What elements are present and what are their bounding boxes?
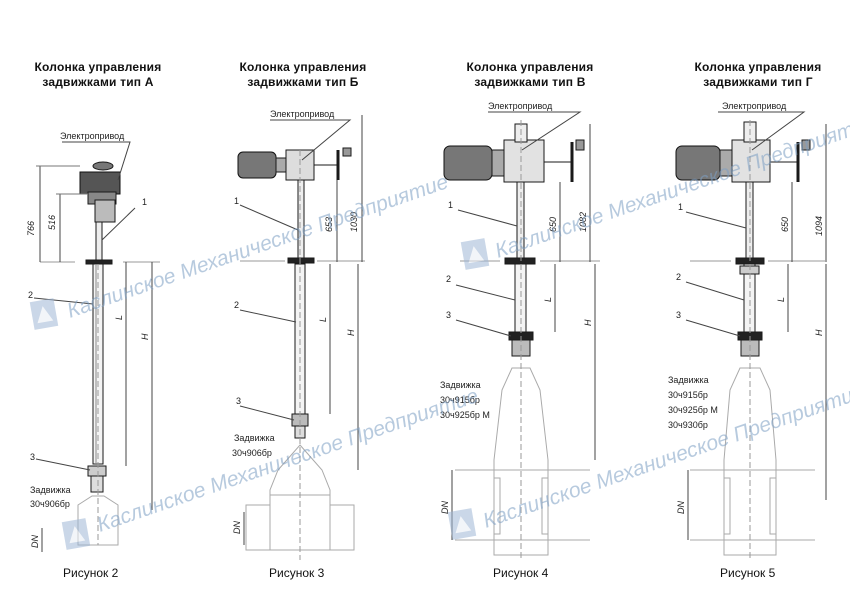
watermark-logo-icon <box>460 238 490 270</box>
figure-c-part-3: 3 <box>446 310 451 320</box>
figure-d-drive-label: Электропривод <box>722 101 787 111</box>
figure-c-dim-1082: 1082 <box>578 212 588 232</box>
figure-b-valve-label-1: 30ч906бр <box>232 448 272 458</box>
figure-b-part-2: 2 <box>234 300 239 310</box>
figure-c-electric-drive <box>443 123 585 183</box>
figure-c-part-2: 2 <box>446 274 451 284</box>
figure-b-dim-l: L <box>318 317 328 322</box>
figure-b <box>237 115 365 560</box>
figure-d-dim-l: L <box>776 297 786 302</box>
figure-a-electric-drive <box>79 161 121 223</box>
figure-c-labels: Электропривод 1 2 3 Задвижка 30ч915бр 30… <box>440 101 593 514</box>
figure-d-valve-label-3: 30ч930бр <box>668 420 708 430</box>
figure-d-valve-label-2: 30ч925бр М <box>668 405 718 415</box>
figure-c-valve-label-2: 30ч925бр М <box>440 410 490 420</box>
watermark-logo-icon <box>447 508 477 540</box>
figure-d-dim-650: 650 <box>780 217 790 232</box>
figure-a-dim-l: L <box>114 315 124 320</box>
figure-b-dim-h: H <box>346 329 356 336</box>
figure-c-dim-l: L <box>543 297 553 302</box>
figure-a-labels: Электропривод 1 2 3 Задвижка 30ч906бр 76… <box>26 131 150 548</box>
watermark-text-2: Каслинское Механическое Предприятие <box>492 110 850 262</box>
figure-d-valve-label-1: 30ч915бр <box>668 390 708 400</box>
figure-a-dim-h: H <box>140 333 150 340</box>
figure-d-electric-drive <box>675 121 811 183</box>
figure-d-valve-label-0: Задвижка <box>668 375 709 385</box>
figure-a-part-3: 3 <box>30 452 35 462</box>
figure-a-valve-label-0: Задвижка <box>30 485 71 495</box>
figure-d-part-3: 3 <box>676 310 681 320</box>
figure-a-dim-766: 766 <box>26 221 36 236</box>
watermark-text-1: Каслинское Механическое Предприятие <box>64 170 451 322</box>
figure-d-part-2: 2 <box>676 272 681 282</box>
figure-a-caption: Рисунок 2 <box>63 566 119 580</box>
watermark-text-4: Каслинское Механическое Предприятие <box>480 380 850 532</box>
figure-d-valve <box>690 367 815 556</box>
figure-b-part-1: 1 <box>234 196 239 206</box>
figure-c-dim-dn: DN <box>440 501 450 514</box>
figure-b-labels: Электропривод 1 2 3 Задвижка 30ч906бр 65… <box>232 109 359 534</box>
figure-b-dim-653: 653 <box>324 217 334 232</box>
figure-c-drive-label: Электропривод <box>488 101 553 111</box>
figure-c-valve-label-0: Задвижка <box>440 380 481 390</box>
figure-a-pipe-1 <box>95 221 103 261</box>
figure-c-dim-650: 650 <box>548 217 558 232</box>
figure-d-labels: Электропривод 1 2 3 Задвижка 30ч915бр 30… <box>668 101 824 514</box>
figure-a-part-2: 2 <box>28 290 33 300</box>
figure-b-drive-label: Электропривод <box>270 109 335 119</box>
figure-c-dim-h: H <box>583 319 593 326</box>
figure-a-drive-label: Электропривод <box>60 131 125 141</box>
figure-c <box>443 111 600 560</box>
figure-a-coupling <box>87 465 107 477</box>
figure-d-dim-h: H <box>814 329 824 336</box>
figure-a-dim-dn: DN <box>30 535 40 548</box>
figure-a-part-1: 1 <box>142 197 147 207</box>
figure-c-part-1: 1 <box>448 200 453 210</box>
figure-c-valve-label-1: 30ч915бр <box>440 395 480 405</box>
figure-d-dim-1094: 1094 <box>814 216 824 236</box>
figure-b-dim-dn: DN <box>232 521 242 534</box>
watermark-group: Каслинское Механическое Предприятие Касл… <box>29 110 850 550</box>
figure-c-caption: Рисунок 4 <box>493 566 549 580</box>
figure-a-floor-flange <box>85 259 113 265</box>
watermark-logo-icon <box>61 518 91 550</box>
figure-a-valve-label-1: 30ч906бр <box>30 499 70 509</box>
figure-b-caption: Рисунок 3 <box>269 566 325 580</box>
figure-b-electric-drive <box>237 147 352 181</box>
figure-b-valve-label-0: Задвижка <box>234 433 275 443</box>
figure-d-part-1: 1 <box>678 202 683 212</box>
figure-b-floor-flange <box>287 257 315 264</box>
figure-b-dim-1030: 1030 <box>349 212 359 232</box>
figure-a <box>33 141 160 552</box>
watermark-logo-icon <box>29 298 59 330</box>
figure-d-dim-dn: DN <box>676 501 686 514</box>
figure-d <box>675 111 827 560</box>
figure-a-dim-516: 516 <box>47 215 57 230</box>
figure-d-caption: Рисунок 5 <box>720 566 776 580</box>
figure-b-part-3: 3 <box>236 396 241 406</box>
figure-c-valve <box>455 367 590 556</box>
